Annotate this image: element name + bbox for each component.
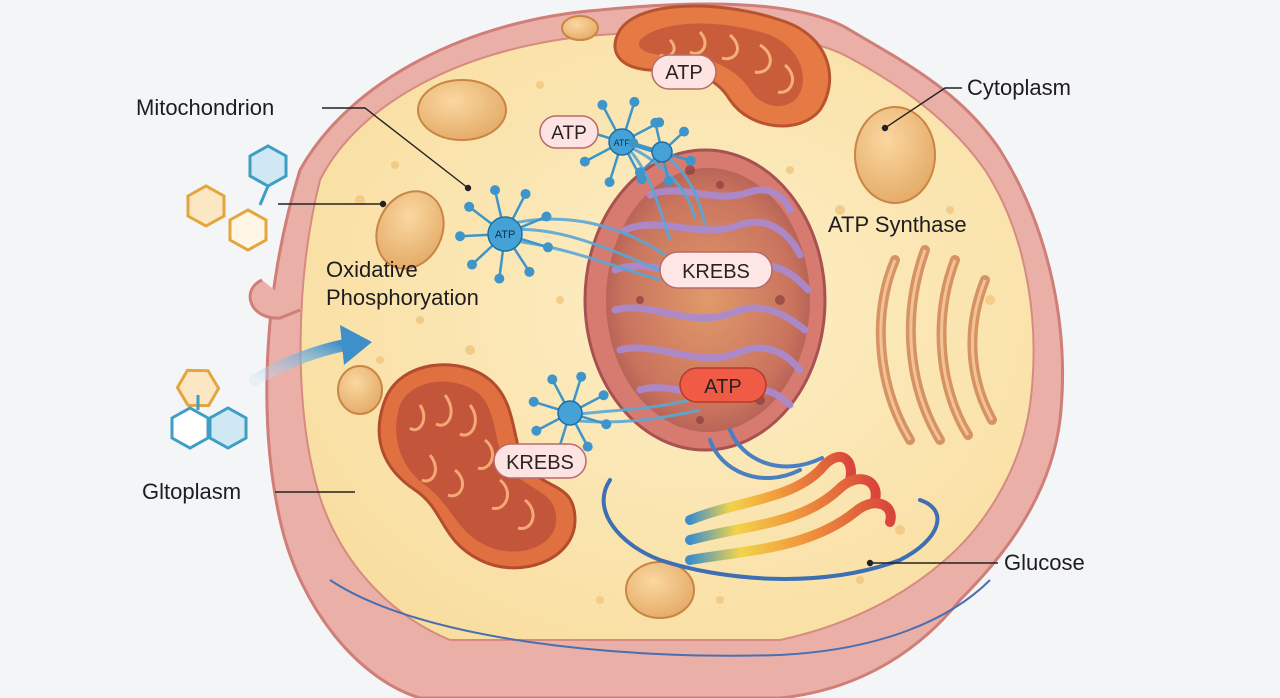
leader-mitochondrion — [322, 107, 469, 189]
atp-hub-top-label: ATP — [614, 138, 631, 148]
signal-fibres — [504, 143, 707, 424]
svg-text:ATP: ATP — [665, 62, 702, 84]
entry-arrow-head — [340, 325, 372, 365]
vesicles — [337, 15, 936, 619]
atp-hub-mini — [628, 117, 696, 187]
badge-krebs-left: KREBS — [493, 443, 587, 479]
molecule-lower — [170, 368, 248, 450]
mitochondrion-bottom — [377, 363, 577, 570]
badge-atp-center: ATP — [679, 367, 767, 403]
molecule-upper — [186, 144, 288, 252]
nucleus — [583, 148, 827, 452]
atp-hub-left: ATP — [455, 185, 553, 284]
leader-lines — [275, 87, 998, 567]
atp-hub-left-label: ATP — [495, 229, 516, 241]
cell-membrane-lip — [248, 278, 301, 320]
label-oxidative-line2: Phosphoryation — [326, 285, 479, 310]
badge-atp-top: ATP — [651, 54, 717, 90]
leader-cytoplasm — [884, 87, 962, 129]
label-oxidative-line1: Oxidative — [326, 257, 418, 282]
label-mitochondrion: Mitochondrion — [136, 95, 275, 120]
label-gltoplasm: Gltoplasm — [142, 479, 242, 504]
label-cytoplasm: Cytoplasm — [967, 75, 1071, 100]
svg-text:KREBS: KREBS — [682, 261, 750, 283]
badge-atp-left: ATP — [539, 115, 599, 149]
endoplasmic-reticulum — [601, 428, 940, 581]
svg-text:ATP: ATP — [704, 376, 741, 398]
label-glucose: Glucose — [1004, 550, 1085, 575]
badge-krebs-center: KREBS — [659, 251, 773, 289]
svg-text:KREBS: KREBS — [506, 452, 574, 474]
svg-text:ATP: ATP — [551, 123, 587, 144]
entry-arrow — [249, 339, 351, 386]
mitochondrion-top — [613, 4, 832, 128]
label-atp-synthase: ATP Synthase — [828, 212, 967, 237]
